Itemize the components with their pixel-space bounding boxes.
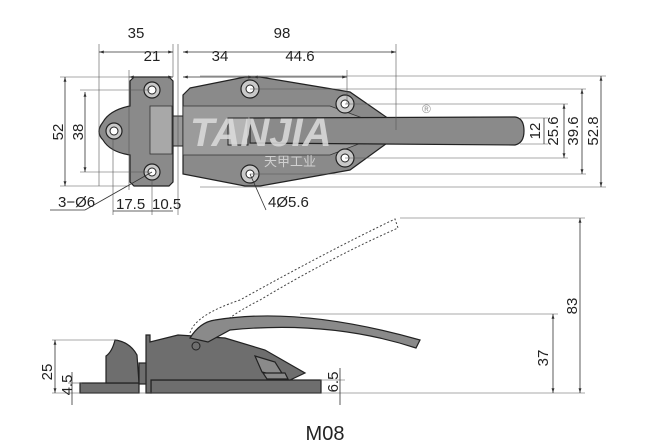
dim-4-5: 4.5 [59,375,76,396]
dim-25: 25 [39,364,56,381]
keeper-plate [98,76,174,187]
dim-38: 38 [70,124,87,141]
dim-52: 52 [50,124,67,141]
dim-98: 98 [274,25,291,42]
watermark-sub: 天甲工业 [264,154,316,169]
dim-10-5: 10.5 [152,196,181,213]
dim-39-6: 39.6 [565,116,582,145]
dim-83: 83 [564,298,581,315]
dim-52-8: 52.8 [585,116,602,145]
handle-open-position [189,218,399,341]
hole-callout-body: 4Ø5.6 [268,194,309,211]
side-view: 83 37 25 4.5 6.5 [39,217,585,405]
top-view: TANJIA 天甲工业 ® 35 21 98 34 44.6 52 38 12 [50,25,606,215]
dim-12: 12 [527,123,544,140]
hole-callout-keeper: 3−Ø6 [58,194,95,211]
dim-35: 35 [128,25,145,42]
latch-base [150,379,322,394]
handle [249,116,525,146]
watermark: TANJIA [190,111,331,155]
model-label: M08 [306,423,345,443]
handle-grip [227,117,249,146]
dim-37: 37 [535,350,552,367]
keeper-block [105,339,140,384]
dim-34: 34 [212,48,229,65]
keeper-base [79,382,140,394]
latch-body-side [145,334,307,394]
dim-6-5: 6.5 [325,372,342,393]
dim-21: 21 [144,48,161,65]
registered-mark: ® [422,102,431,116]
dim-44-6: 44.6 [285,48,314,65]
keeper-hinge [149,105,173,155]
dim-25-6: 25.6 [545,116,562,145]
dim-17-5: 17.5 [116,196,145,213]
handle-closed [189,315,421,349]
